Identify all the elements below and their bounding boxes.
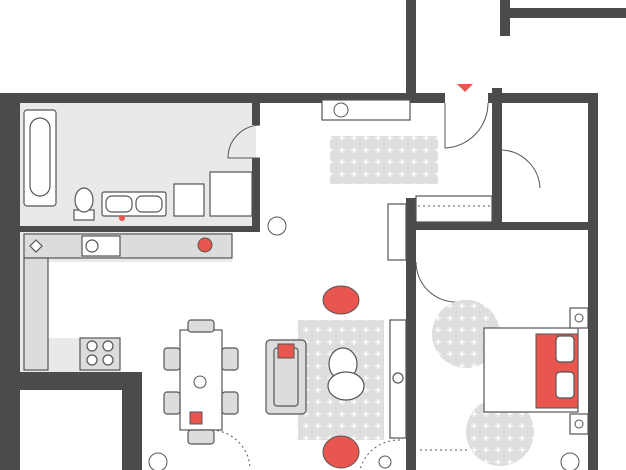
entrance-marker-icon bbox=[457, 84, 473, 92]
toilet-icon bbox=[73, 187, 95, 221]
living-rug-icon bbox=[298, 320, 384, 440]
bathtub-icon bbox=[23, 109, 57, 207]
hallway-rug-icon bbox=[330, 136, 438, 184]
closet bbox=[415, 195, 493, 223]
dining-table-icon bbox=[163, 319, 239, 445]
washing-machine-icon bbox=[173, 171, 253, 217]
hall-cabinet bbox=[387, 203, 407, 261]
kitchen-counter bbox=[23, 233, 233, 371]
plant-icon bbox=[148, 216, 580, 470]
fruit-bowl-icon bbox=[197, 237, 213, 253]
armchair-icon bbox=[322, 285, 360, 469]
nightstand-icon bbox=[569, 307, 589, 435]
door-icon bbox=[211, 102, 541, 470]
sink-icon bbox=[101, 191, 167, 221]
coffee-table-icon bbox=[327, 347, 365, 401]
bed-icon bbox=[483, 327, 579, 413]
stove-icon bbox=[86, 340, 114, 366]
kitchen-sink-icon bbox=[81, 235, 121, 257]
kitchen-tool-icon bbox=[29, 239, 43, 253]
bedroom-rug-icon bbox=[432, 300, 534, 466]
plant-icon bbox=[333, 102, 349, 118]
sofa-icon bbox=[265, 339, 307, 415]
